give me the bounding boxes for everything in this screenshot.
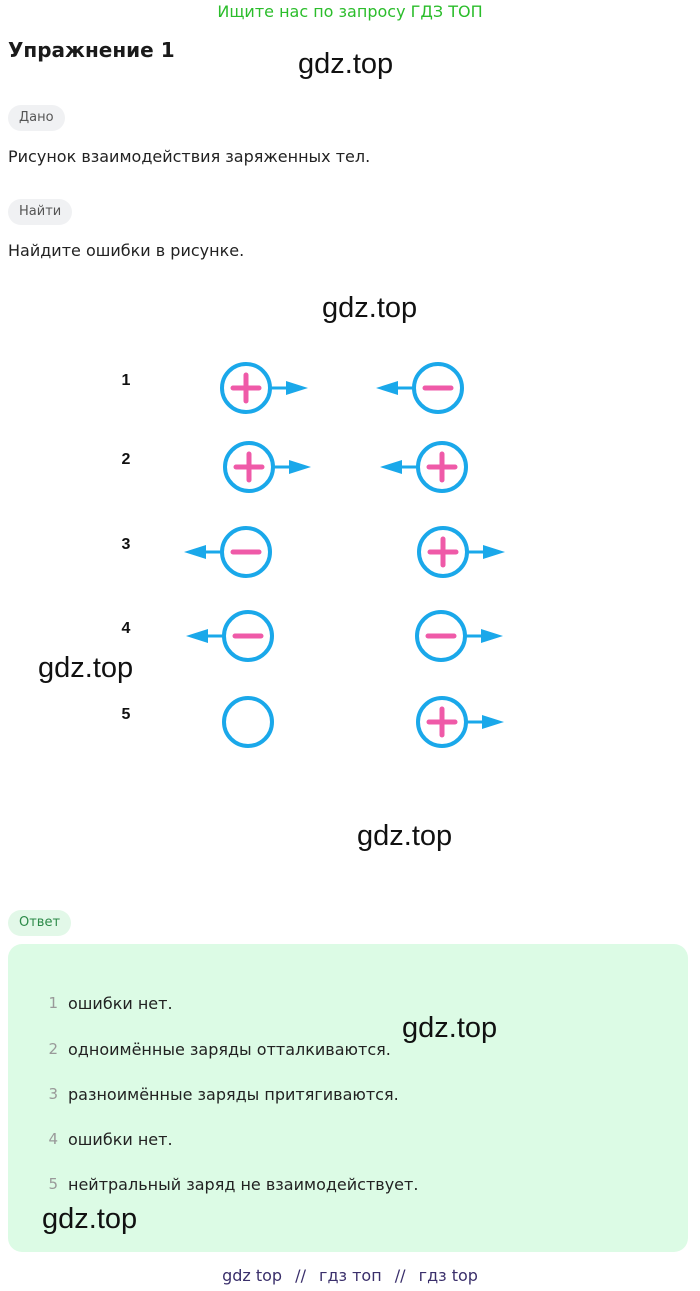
answer-chip: Ответ [8, 910, 72, 936]
watermark: gdz.top [42, 1203, 138, 1235]
force-arrow-head [482, 715, 504, 729]
footer-link-gdz-top-mixed[interactable]: гдз top [418, 1266, 478, 1285]
row-number: 1 [122, 372, 131, 389]
footer-separator: // [295, 1266, 306, 1285]
answer-text: ошибки нет. [68, 1130, 173, 1149]
page-title: Упражнение 1 [8, 38, 175, 62]
answer-number: 1 [48, 994, 58, 1012]
row-number: 3 [122, 536, 131, 553]
watermark: gdz.top [357, 820, 453, 852]
footer-links: gdz top // гдз топ // гдз top [0, 1266, 700, 1285]
answer-text: ошибки нет. [68, 994, 173, 1013]
force-arrow-head [289, 460, 311, 474]
charge-circle [222, 696, 274, 748]
force-arrow-head [481, 629, 503, 643]
force-arrow-head [186, 629, 208, 643]
force-arrow-head [483, 545, 505, 559]
answer-text: одноимённые заряды отталкиваются. [68, 1040, 391, 1059]
answer-number: 5 [48, 1175, 58, 1193]
force-arrow-head [376, 381, 398, 395]
footer-separator: // [394, 1266, 406, 1285]
find-text: Найдите ошибки в рисунке. [8, 241, 245, 260]
watermark: gdz.top [38, 652, 134, 684]
promo-banner[interactable]: Ищите нас по запросу ГДЗ ТОП [217, 2, 483, 21]
answer-number: 3 [48, 1085, 58, 1103]
answer-number: 2 [48, 1040, 58, 1058]
footer-link-gdz-top[interactable]: gdz top [222, 1266, 283, 1285]
force-arrow-head [184, 545, 206, 559]
charges-figure: 1 2 3 4 5 [122, 362, 505, 748]
answer-box: 1 ошибки нет. 2 одноимённые заряды оттал… [8, 944, 688, 1252]
given-text: Рисунок взаимодействия заряженных тел. [8, 147, 371, 166]
force-arrow-head [286, 381, 308, 395]
watermark: gdz.top [298, 48, 394, 80]
row-number: 2 [122, 451, 131, 468]
answer-text: нейтральный заряд не взаимодействует. [68, 1175, 419, 1194]
row-number: 4 [122, 620, 131, 637]
answer-text: разноимённые заряды притягиваются. [68, 1085, 399, 1104]
watermark: gdz.top [402, 1012, 498, 1044]
answer-number: 4 [48, 1130, 58, 1148]
watermark: gdz.top [322, 292, 418, 324]
given-chip: Дано [8, 105, 65, 131]
footer-link-gdz-top-ru[interactable]: гдз топ [319, 1266, 382, 1285]
find-chip: Найти [8, 199, 73, 225]
force-arrow-head [380, 460, 402, 474]
row-number: 5 [122, 706, 131, 723]
